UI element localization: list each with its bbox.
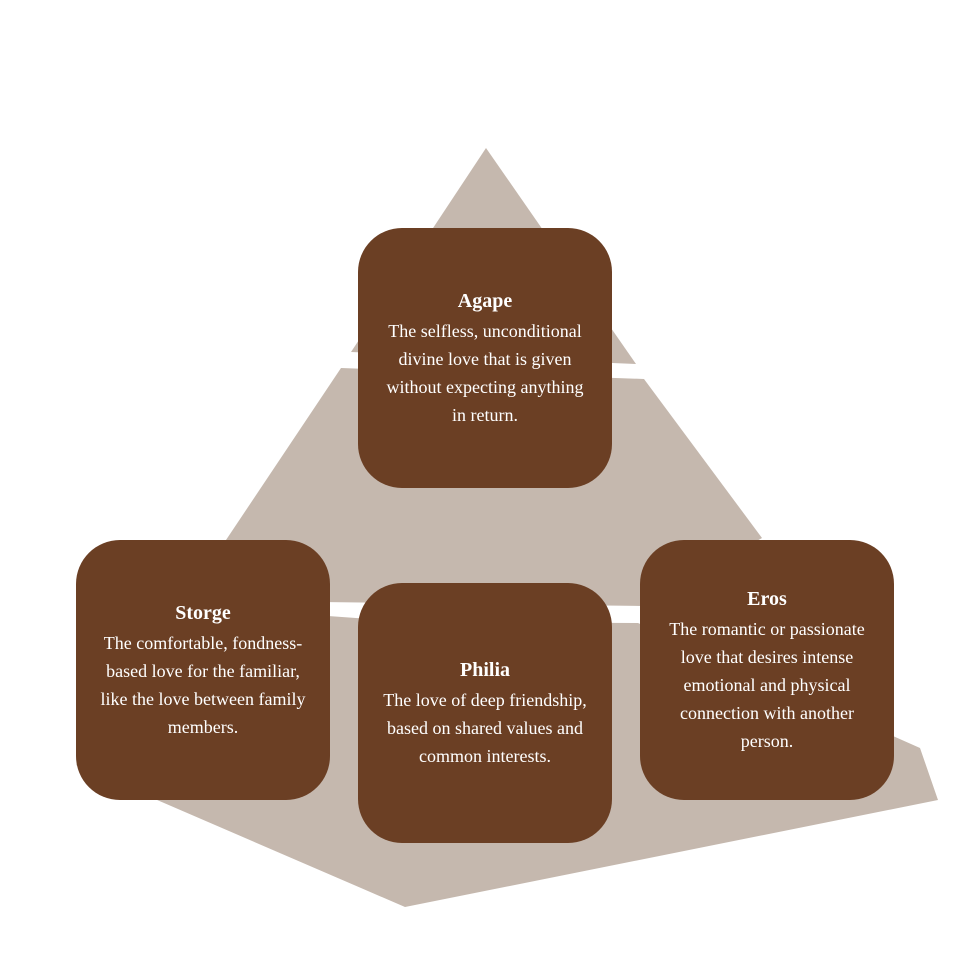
philia-line: based on shared values and: [387, 718, 583, 738]
storge-card: Storge The comfortable, fondness- based …: [76, 540, 330, 800]
eros-title: Eros: [747, 588, 787, 610]
storge-line: The comfortable, fondness-: [103, 633, 303, 653]
storge-line: members.: [167, 717, 239, 737]
eros-line: The romantic or passionate: [669, 619, 865, 639]
agape-description: The selfless, unconditional divine love …: [366, 317, 604, 429]
agape-line: in return.: [452, 405, 518, 425]
eros-description: The romantic or passionate love that des…: [647, 615, 887, 755]
eros-line: love that desires intense: [680, 647, 854, 667]
eros-line: emotional and physical: [683, 675, 851, 695]
storge-line: based love for the familiar,: [106, 661, 300, 681]
eros-card: Eros The romantic or passionate love tha…: [640, 540, 894, 800]
storge-line: like the love between family: [100, 689, 306, 709]
philia-line: The love of deep friendship,: [383, 690, 587, 710]
agape-title: Agape: [457, 290, 513, 312]
storge-title: Storge: [175, 602, 231, 624]
agape-line: without expecting anything: [386, 377, 584, 397]
philia-line: common interests.: [419, 746, 551, 766]
philia-description: The love of deep friendship, based on sh…: [365, 686, 605, 770]
philia-title: Philia: [459, 659, 510, 681]
agape-line: The selfless, unconditional: [388, 321, 582, 341]
agape-line: divine love that is given: [398, 349, 572, 369]
eros-line: connection with another: [680, 703, 854, 723]
philia-card: Philia The love of deep friendship, base…: [358, 583, 612, 843]
storge-description: The comfortable, fondness- based love fo…: [83, 629, 323, 741]
eros-line: person.: [740, 731, 794, 751]
agape-card: Agape The selfless, unconditional divine…: [358, 228, 612, 488]
